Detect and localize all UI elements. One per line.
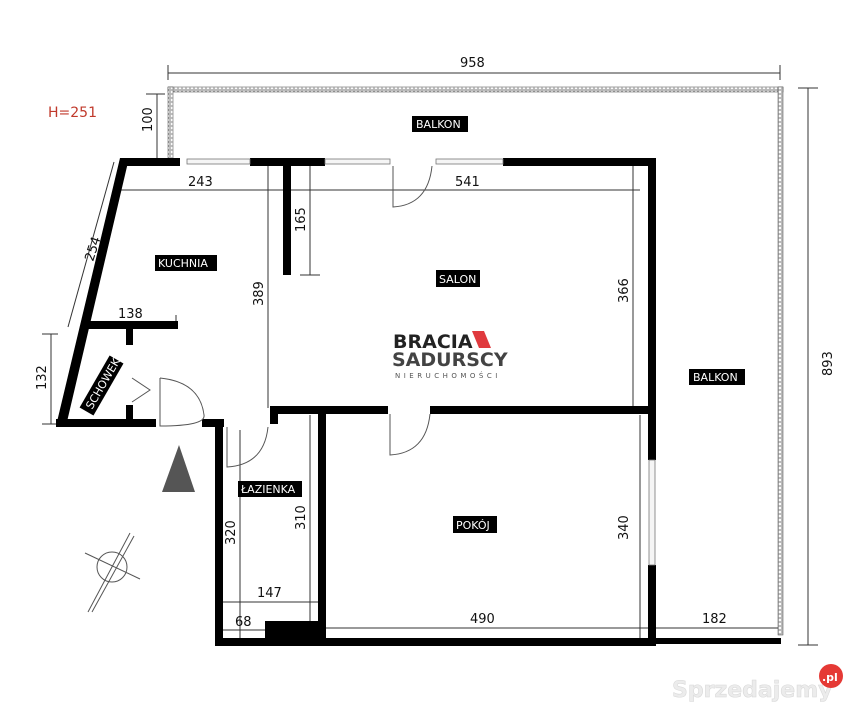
- dim-total-height: 893: [821, 351, 836, 376]
- room-label-balkon-top: BALKON: [412, 116, 468, 132]
- svg-text:BRACIA: BRACIA: [393, 331, 473, 353]
- dim-kuchnia-bottom: 138: [118, 307, 143, 322]
- room-label-balkon-right: BALKON: [689, 369, 745, 385]
- dim-lazienka-left: 320: [224, 520, 239, 545]
- svg-text:BALKON: BALKON: [693, 371, 738, 384]
- ceiling-height: H=251: [48, 105, 97, 121]
- room-label-salon: SALON: [436, 270, 480, 287]
- dimension-lines: [42, 65, 818, 646]
- dim-wall-stub: 165: [294, 207, 309, 232]
- dim-balkon-width: 958: [460, 56, 485, 71]
- dim-lazienka-small: 68: [235, 615, 252, 630]
- bracia-sadurscy-logo: BRACIA SADURSCY NIERUCHOMOŚCI: [392, 331, 508, 380]
- svg-text:.pl: .pl: [822, 671, 838, 684]
- svg-text:SCHOWEK: SCHOWEK: [83, 355, 123, 411]
- balcony-railing: [167, 86, 784, 636]
- dim-lazienka-width: 147: [257, 586, 282, 601]
- room-label-schowek: SCHOWEK: [79, 355, 124, 416]
- svg-text:POKÓJ: POKÓJ: [456, 519, 490, 532]
- room-label-kuchnia: KUCHNIA: [155, 255, 217, 271]
- room-label-lazienka: ŁAZIENKA: [238, 481, 302, 497]
- dim-lazienka-right: 310: [294, 505, 309, 530]
- room-label-pokoj: POKÓJ: [453, 516, 497, 533]
- svg-text:NIERUCHOMOŚCI: NIERUCHOMOŚCI: [395, 371, 501, 380]
- dim-salon-depth: 366: [617, 278, 632, 303]
- sprzedajemy-watermark: Sprzedajemy .pl: [672, 664, 843, 703]
- dim-balkon-right-width: 182: [702, 612, 727, 627]
- compass-icon: [84, 532, 141, 613]
- dim-salon-width: 541: [455, 175, 480, 190]
- dim-balkon-depth: 100: [141, 107, 156, 132]
- windows: [186, 158, 656, 566]
- dim-kuchnia-diag: 254: [83, 235, 105, 263]
- watermark-badge-icon: [819, 664, 843, 688]
- dim-schowek-depth: 132: [35, 365, 50, 390]
- walls: [56, 158, 781, 646]
- doors: [131, 165, 433, 468]
- svg-text:SADURSCY: SADURSCY: [392, 349, 508, 371]
- svg-text:ŁAZIENKA: ŁAZIENKA: [240, 483, 296, 496]
- logo-accent-icon: [472, 331, 491, 348]
- dim-pokoj-depth: 340: [617, 515, 632, 540]
- svg-text:Sprzedajemy: Sprzedajemy: [672, 678, 833, 703]
- dim-kuchnia-width: 243: [188, 175, 213, 190]
- svg-text:SALON: SALON: [439, 273, 476, 286]
- svg-text:KUCHNIA: KUCHNIA: [158, 257, 208, 270]
- entrance-arrow-icon: [162, 445, 195, 492]
- dimension-labels: 958 100 893 243 254 389 138 165 541 366 …: [35, 56, 836, 630]
- dim-kuchnia-depth: 389: [252, 281, 267, 306]
- svg-text:BALKON: BALKON: [416, 118, 461, 131]
- dim-pokoj-width: 490: [470, 612, 495, 627]
